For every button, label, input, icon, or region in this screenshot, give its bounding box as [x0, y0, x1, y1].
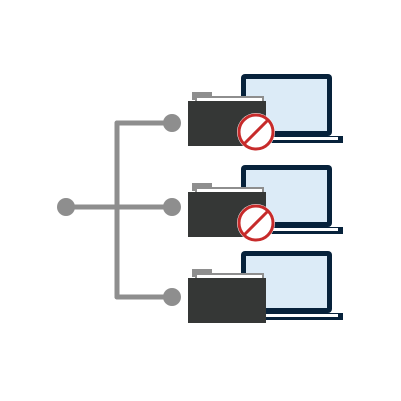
no-access-icon [237, 204, 275, 242]
branch-node-middle-icon [163, 198, 181, 216]
branch-node-top-icon [163, 114, 181, 132]
destination-2 [188, 165, 343, 242]
no-access-icon [237, 113, 275, 151]
connector-tree [57, 114, 181, 306]
source-node-icon [57, 198, 75, 216]
destination-3 [188, 251, 343, 323]
destination-1 [188, 74, 343, 151]
folder-icon [188, 269, 266, 323]
branch-node-bottom-icon [163, 288, 181, 306]
